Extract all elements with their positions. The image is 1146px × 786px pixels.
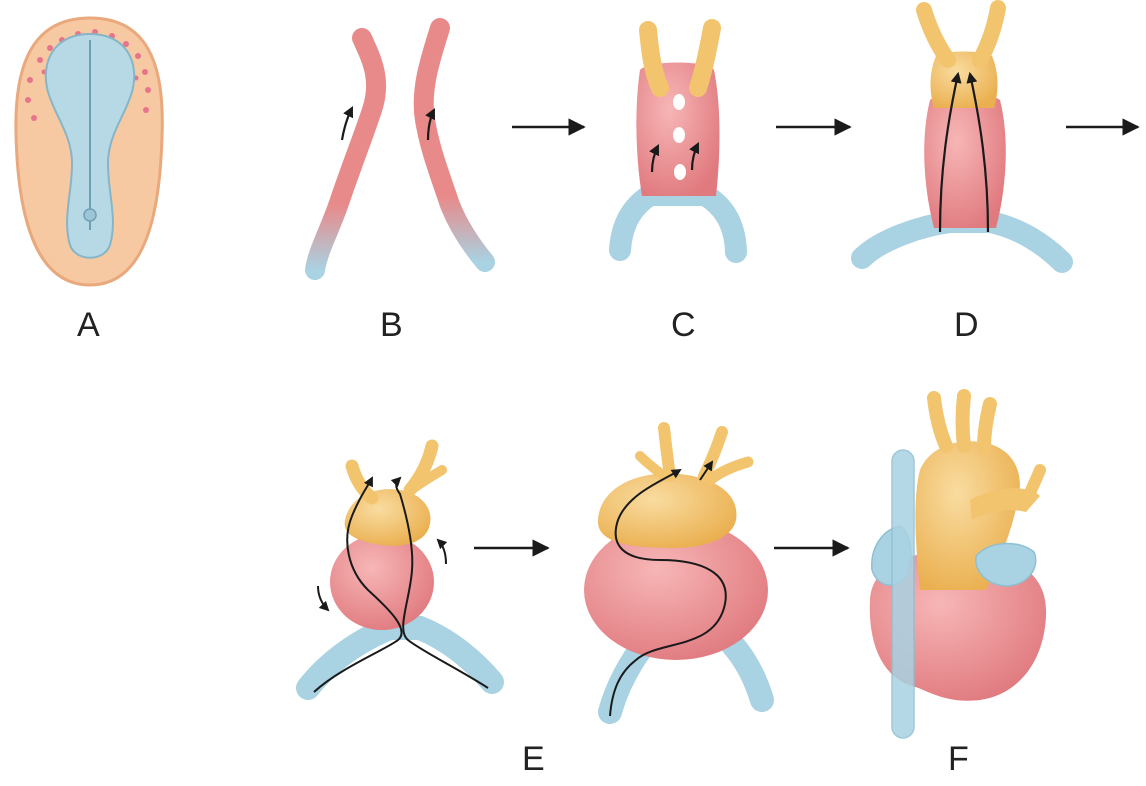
flow-arrow-c-right <box>689 142 699 171</box>
stage-a-embryo <box>14 16 164 287</box>
loop1-arch-left <box>345 459 379 505</box>
loop1-arch-right-branch <box>409 465 447 493</box>
stage-e-looping-2 <box>584 422 774 724</box>
tube-c-outflow-left <box>639 21 669 97</box>
f-arch-branch-3 <box>977 397 997 455</box>
right-heart-tube <box>413 18 495 272</box>
loop1-outflow <box>344 489 431 546</box>
stage-label-b: B <box>380 306 403 344</box>
stage-d-single-tube <box>851 0 1073 273</box>
left-heart-tube <box>305 28 387 280</box>
loop2-arch-1 <box>658 422 676 482</box>
loop2-flow-path <box>609 468 727 717</box>
loop1-flow-path-2 <box>390 476 489 689</box>
fusion-gaps <box>673 94 686 180</box>
loop1-flow-path <box>313 476 403 693</box>
stage-b-paired-tubes <box>305 18 495 280</box>
tube-c-veins <box>609 184 747 263</box>
cardiogenic-dots <box>25 29 151 121</box>
loop2-arch-4 <box>635 451 669 481</box>
loop2-flow-path-2 <box>699 460 714 481</box>
flow-arrow-d-left <box>938 71 962 233</box>
stage-label-f: F <box>948 740 969 778</box>
loop1-rotation-arrow-right <box>436 538 448 565</box>
primitive-node <box>83 208 97 222</box>
f-pulmonary-branch <box>1020 464 1046 506</box>
f-left-atrium <box>975 542 1037 587</box>
loop1-rotation-arrow-left <box>317 585 330 612</box>
stage-c-fusing-tubes <box>609 19 747 263</box>
stage-label-c: C <box>671 306 696 344</box>
stage-label-a: A <box>77 306 100 344</box>
flow-arrow-left-tube <box>340 106 353 141</box>
tube-d-arch-left <box>916 2 956 68</box>
stage-label-e: E <box>522 740 545 778</box>
loop1-ventricle <box>330 534 434 630</box>
flow-arrow-right-tube <box>425 108 435 141</box>
f-vena-cava <box>891 449 915 739</box>
tube-d-ventricle <box>924 94 1006 228</box>
stage-f-formed-heart <box>869 389 1047 739</box>
stage-label-d: D <box>954 306 979 344</box>
f-arch-branch-2 <box>955 389 971 453</box>
stage-e-looping-1 <box>296 439 504 700</box>
tube-c-outflow-right <box>689 19 721 97</box>
flow-arrow-d-right <box>966 71 990 233</box>
loop2-outflow <box>597 473 737 548</box>
tube-d-arch-right <box>972 0 1006 68</box>
f-arch-branch-1 <box>927 391 953 453</box>
loop2-veins-right <box>720 632 774 712</box>
loop2-arch-3 <box>704 456 754 486</box>
flow-arrow-c-left <box>649 144 659 173</box>
